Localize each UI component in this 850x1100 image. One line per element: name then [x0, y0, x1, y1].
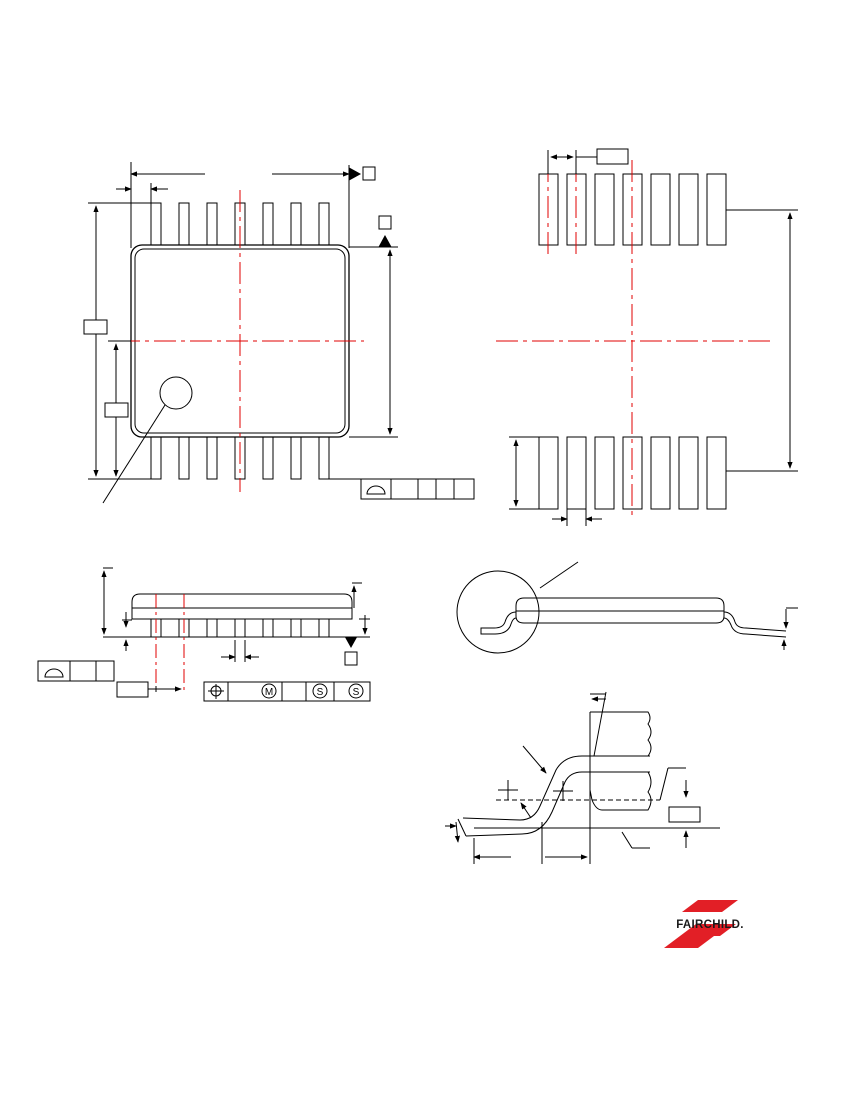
bottom-pads: [538, 436, 727, 510]
side-view-centerlines: [155, 594, 185, 694]
top-view: [83, 162, 475, 504]
side-leads: [150, 618, 330, 638]
position-frame: [203, 681, 371, 702]
mmc-icon: [261, 683, 277, 699]
position-icon: [208, 684, 224, 699]
end-profile-view: [456, 561, 798, 654]
svg-text:FAIRCHILD.: FAIRCHILD.: [676, 919, 744, 931]
top-view-centerlines: [118, 190, 364, 492]
land-pattern-view: [496, 148, 798, 526]
fairchild-logo: FAIRCHILD.: [654, 898, 766, 952]
pin1-indicator: [159, 376, 193, 410]
tolerance-frame-side: [37, 660, 115, 682]
side-body: [131, 593, 353, 609]
flatness-icon: [366, 485, 386, 495]
lead-detail-view: [445, 691, 720, 864]
land-pattern-centerlines: [496, 160, 770, 520]
side-view: [37, 567, 371, 702]
fairchild-logo-mark: FAIRCHILD.: [664, 900, 744, 948]
rfs-icon: [348, 683, 364, 699]
mmc-letter: M: [265, 687, 273, 698]
detail-circle: [456, 570, 540, 654]
rfs-letter: S: [317, 687, 324, 698]
rfs-icon: [312, 683, 328, 699]
flatness-icon: [44, 668, 64, 678]
rfs-letter: S: [353, 687, 360, 698]
tolerance-frame-top: [360, 478, 475, 500]
